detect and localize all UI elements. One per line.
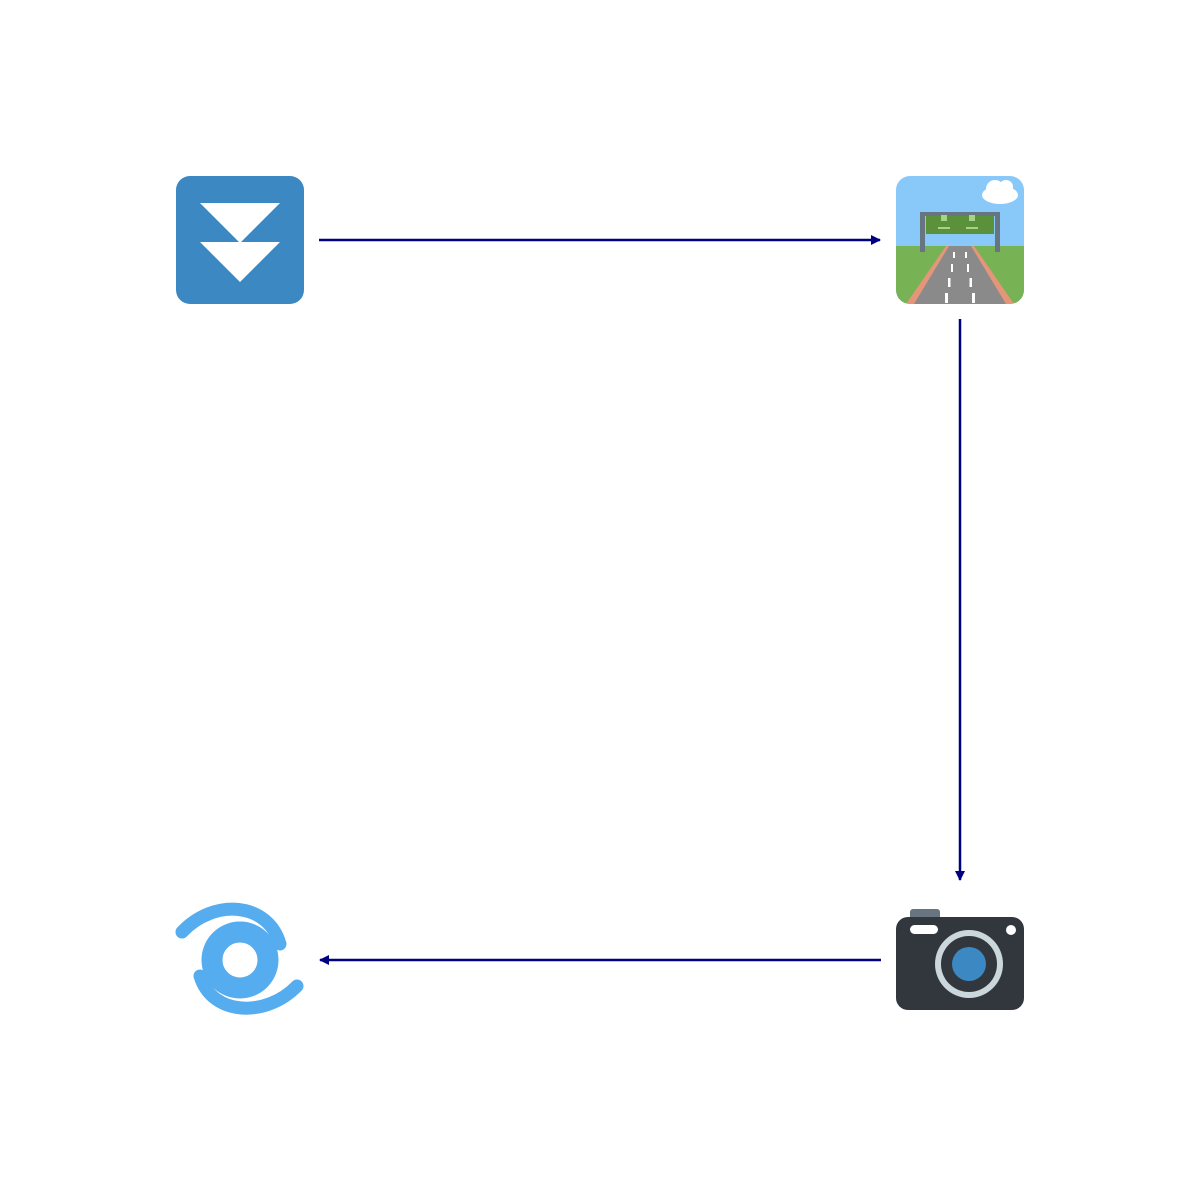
- node-motorway: [896, 176, 1024, 304]
- node-cyclone: [175, 902, 304, 1015]
- edges: [319, 235, 965, 965]
- motorway-icon: [896, 176, 1024, 304]
- camera-icon: [896, 909, 1024, 1010]
- fast-down-button-icon: [176, 176, 304, 304]
- node-fast-down: [176, 176, 304, 304]
- node-camera: [896, 909, 1024, 1010]
- cyclone-icon: [175, 902, 304, 1015]
